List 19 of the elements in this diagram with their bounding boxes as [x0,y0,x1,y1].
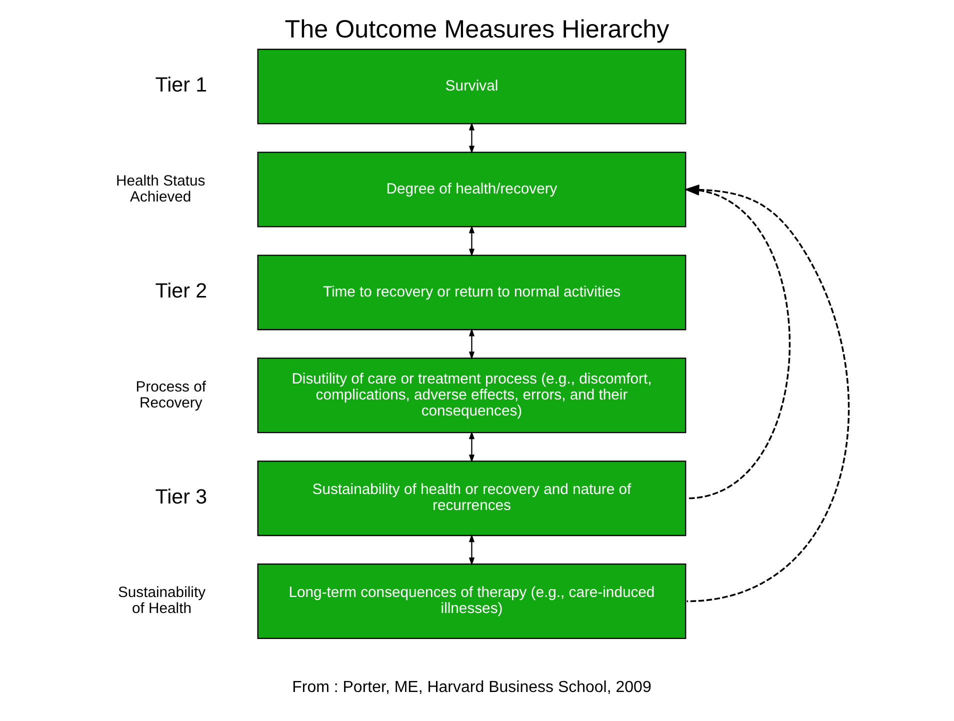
node-box: Disutility of care or treatment process (e.g., discomfort, complications, adverse effects, errors, and their consequences) [257,358,686,434]
node-box: Degree of health/recovery [257,152,686,228]
label: Tier 2 [155,279,208,302]
label: Tier 3 [155,485,208,508]
arrow [468,225,475,257]
arrow [468,328,475,360]
label: Tier 1 [155,74,208,97]
node-box: Time to recovery or return to normal activities [257,254,686,330]
node-box: Survival [257,48,686,124]
diagram-title: The Outcome Measures Hierarchy [284,15,670,44]
label: Sustainability of Health [118,585,206,618]
arrow [468,431,475,463]
node-box: Long-term consequences of therapy (e.g., care-induced illnesses) [257,564,686,640]
label: Health Status Achieved [116,173,206,206]
node-box: Sustainability of health or recovery and nature of recurrences [257,460,686,536]
caption: From : Porter, ME, Harvard Business School, 2009 [292,678,652,696]
arrow [468,534,475,566]
arrow [468,122,475,154]
label: Process of Recovery [136,379,206,412]
